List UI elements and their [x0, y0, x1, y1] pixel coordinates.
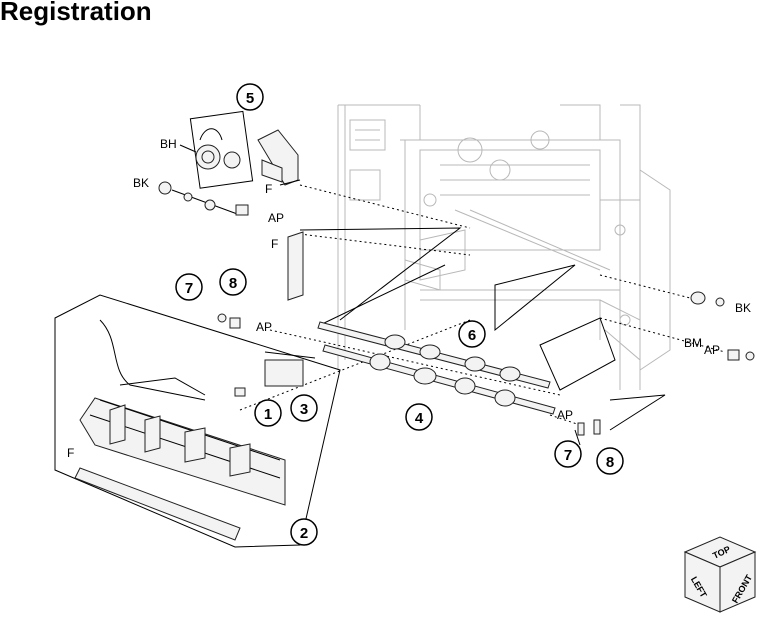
svg-text:7: 7	[185, 280, 193, 297]
callout-8: 8	[596, 447, 624, 475]
label-bk: BK	[133, 176, 149, 190]
svg-text:8: 8	[229, 275, 237, 292]
upper-bracket	[257, 129, 304, 301]
svg-text:8: 8	[606, 454, 614, 471]
leader-lines	[264, 227, 666, 446]
callout-7: 7	[554, 440, 582, 468]
callout-6: 6	[458, 320, 486, 348]
svg-text:3: 3	[300, 401, 308, 418]
callouts: 5 7 8 6 1 3 4 7 8 2	[175, 83, 624, 546]
label-f: F	[67, 446, 74, 460]
svg-text:6: 6	[468, 327, 476, 344]
page-title: Registration	[0, 0, 152, 26]
label-f: F	[271, 237, 278, 251]
callout-2: 2	[290, 518, 318, 546]
registration-roller-4	[322, 344, 556, 415]
label-bh: BH	[160, 137, 177, 151]
label-ap: AP	[256, 320, 272, 334]
callout-5: 5	[236, 83, 264, 111]
svg-text:5: 5	[246, 90, 254, 107]
part-labels: BH BK AP F F F AP BK BM AP AP	[67, 137, 751, 460]
label-ap: AP	[268, 211, 284, 225]
label-bk: BK	[735, 301, 751, 315]
svg-text:2: 2	[300, 525, 308, 542]
callout-4: 4	[405, 403, 433, 431]
label-f: F	[265, 182, 272, 196]
label-bm: BM	[684, 336, 702, 350]
callout-7: 7	[175, 273, 203, 301]
assembly-2-box	[54, 294, 341, 548]
orientation-cube	[683, 536, 757, 613]
svg-text:7: 7	[564, 447, 572, 464]
callout-8: 8	[219, 268, 247, 296]
printer-frame	[337, 104, 671, 390]
label-ap: AP	[557, 408, 573, 422]
svg-text:1: 1	[264, 406, 272, 423]
label-ap: AP	[704, 343, 720, 357]
bh-assembly-box	[179, 110, 254, 189]
upper-shaft-parts	[158, 181, 249, 216]
registration-roller-6	[317, 321, 551, 389]
guide-lines	[239, 184, 726, 426]
svg-text:4: 4	[415, 410, 424, 427]
callout-1: 1	[254, 399, 282, 427]
callout-3: 3	[290, 394, 318, 422]
right-side-parts	[577, 291, 755, 436]
